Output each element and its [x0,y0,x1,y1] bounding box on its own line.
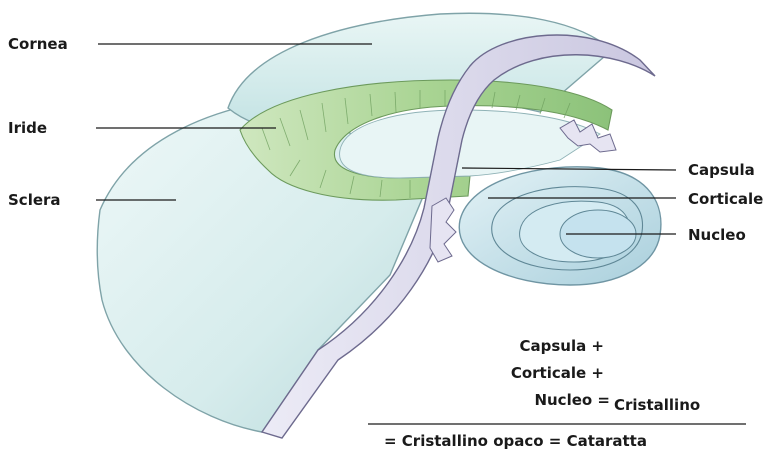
label-cornea: Cornea [8,35,68,53]
label-nucleo: Nucleo [688,226,746,244]
label-iride: Iride [8,119,47,137]
formula-conclusion: = Cristallino opaco = Cataratta [384,432,647,450]
formula-line-nucleo: Nucleo = [534,391,610,409]
formula-line-corticale: Corticale + [511,364,604,382]
formula-result: Cristallino [614,396,700,414]
formula-line-capsula: Capsula + [519,337,604,355]
label-capsula: Capsula [688,161,755,179]
label-sclera: Sclera [8,191,61,209]
ciliary-edge-lower [430,198,456,262]
label-corticale: Corticale [688,190,763,208]
